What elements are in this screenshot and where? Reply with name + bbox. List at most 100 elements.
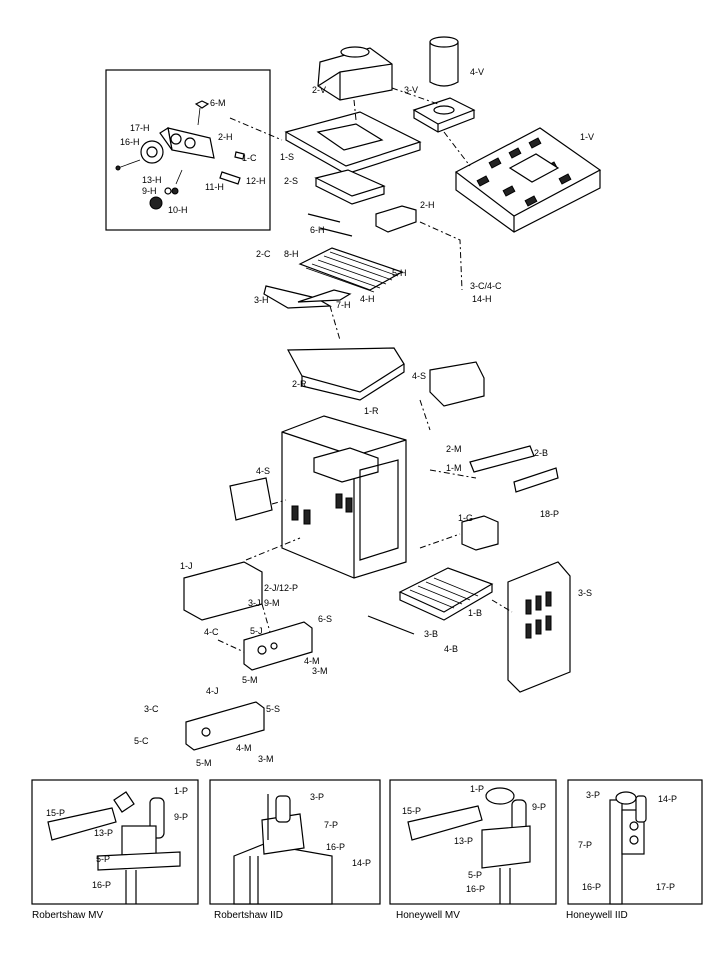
panel2-label-15P: 15-P (402, 806, 421, 816)
tray-2R (287, 347, 405, 401)
control-panel-5S (185, 701, 265, 751)
panel-4S-upper (429, 361, 485, 407)
label-2H-inset: 2-H (218, 132, 233, 142)
label-18P: 18-P (540, 509, 559, 519)
panel2-label-16P: 16-P (466, 884, 485, 894)
panel0-label-15P: 15-P (46, 808, 65, 818)
caption-robertshaw-iid: Robertshaw IID (214, 910, 283, 921)
panel-4S-left (229, 477, 273, 521)
panel0-label-5P: 5-P (96, 854, 110, 864)
label-5H: 5-H (392, 268, 407, 278)
label-5J: 5-J (250, 626, 263, 636)
label-3C4C: 3-C/4-C (470, 281, 502, 291)
panel2-label-9P: 9-P (532, 802, 546, 812)
main-labels: 2-V 4-V 3-V 1-V 1-S 2-S 2-H 6-H 2-C 8-H … (134, 67, 594, 768)
label-2R: 2-R (292, 379, 307, 389)
panel1-label-7P: 7-P (324, 820, 338, 830)
panel2-label-5P: 5-P (468, 870, 482, 880)
label-1C: 1-C (242, 153, 257, 163)
label-3M: 3-M (312, 666, 328, 676)
panel3-label-16P: 16-P (582, 882, 601, 892)
label-4M-lower: 4-M (236, 743, 252, 753)
label-4S-left: 4-S (256, 466, 270, 476)
label-10H: 10-H (168, 205, 188, 215)
panel1-label-14P: 14-P (352, 858, 371, 868)
panel0-label-1P: 1-P (174, 786, 188, 796)
control-panel-6S (243, 621, 313, 671)
panel3-label-17P: 17-P (656, 882, 675, 892)
label-1S: 1-S (280, 152, 294, 162)
label-2S: 2-S (284, 176, 298, 186)
label-9M: 9-M (264, 598, 280, 608)
label-1M: 1-M (446, 463, 462, 473)
panel0-label-9P: 9-P (174, 812, 188, 822)
top-plate-1S (284, 111, 422, 175)
label-2V: 2-V (312, 85, 326, 95)
label-1V: 1-V (580, 132, 594, 142)
label-4C: 4-C (204, 627, 219, 637)
label-12H: 12-H (246, 176, 266, 186)
panel-honeywell-mv: 1-P 15-P 9-P 13-P 5-P 16-P (389, 779, 557, 905)
label-5M: 5-M (242, 675, 258, 685)
caption-honeywell-mv: Honeywell MV (396, 910, 460, 921)
label-17H: 17-H (130, 123, 150, 133)
label-1J: 1-J (180, 561, 193, 571)
label-3J: 3-J (248, 598, 261, 608)
label-13H: 13-H (142, 175, 162, 185)
label-4V: 4-V (470, 67, 484, 77)
vent-hood-2V (317, 46, 393, 101)
base-1B (398, 567, 494, 621)
panel-honeywell-iid: 3-P 14-P 7-P 16-P 17-P (567, 779, 703, 905)
label-4J: 4-J (206, 686, 219, 696)
label-3S: 3-S (578, 588, 592, 598)
cabinet-1R (281, 415, 407, 579)
label-7H: 7-H (336, 300, 351, 310)
label-3V: 3-V (404, 85, 418, 95)
label-5C: 5-C (134, 736, 149, 746)
label-1R: 1-R (364, 406, 379, 416)
panel2-label-1P: 1-P (470, 784, 484, 794)
label-3M-lower: 3-M (258, 754, 274, 764)
burner-assembly (263, 205, 417, 309)
label-4M: 4-M (304, 656, 320, 666)
panel2-label-13P: 13-P (454, 836, 473, 846)
label-1B: 1-B (468, 608, 482, 618)
label-2B: 2-B (534, 448, 548, 458)
label-2M: 2-M (446, 444, 462, 454)
label-4B: 4-B (444, 644, 458, 654)
gas-valve-1G (461, 515, 499, 551)
label-4H: 4-H (360, 294, 375, 304)
door-3S (507, 561, 571, 693)
header-detail-inset (105, 69, 271, 231)
label-2C: 2-C (256, 249, 271, 259)
label-14H: 14-H (472, 294, 492, 304)
label-2J12P: 2-J/12-P (264, 583, 298, 593)
label-1G: 1-G (458, 513, 473, 523)
label-2H: 2-H (420, 200, 435, 210)
label-5S: 5-S (266, 704, 280, 714)
vent-stack-4V (412, 36, 476, 133)
label-6H: 6-H (310, 225, 325, 235)
label-8H: 8-H (284, 249, 299, 259)
inset-labels: 6-M 17-H 2-H 16-H 1-C 12-H 13-H 11-H 9-H… (120, 98, 266, 215)
label-5M-lower: 5-M (196, 758, 212, 768)
label-6S: 6-S (318, 614, 332, 624)
caption-robertshaw-mv: Robertshaw MV (32, 910, 103, 921)
assembly-lines (217, 87, 513, 653)
label-16H: 16-H (120, 137, 140, 147)
panel-robertshaw-mv: 15-P 13-P 1-P 9-P 5-P 16-P (31, 779, 199, 905)
caption-honeywell-iid: Honeywell IID (566, 910, 628, 921)
panel-robertshaw-iid: 3-P 7-P 16-P 14-P (209, 779, 381, 905)
panel3-label-14P: 14-P (658, 794, 677, 804)
bracket-2B (469, 445, 559, 493)
label-11H: 11-H (205, 182, 224, 192)
panel0-label-13P: 13-P (94, 828, 113, 838)
label-4S: 4-S (412, 371, 426, 381)
panel0-label-16P: 16-P (92, 880, 111, 890)
panel3-label-7P: 7-P (578, 840, 592, 850)
label-3C: 3-C (144, 704, 159, 714)
panel1-label-16P: 16-P (326, 842, 345, 852)
rod-3B (367, 615, 415, 635)
jacket-1J (183, 561, 263, 621)
label-3B: 3-B (424, 629, 438, 639)
